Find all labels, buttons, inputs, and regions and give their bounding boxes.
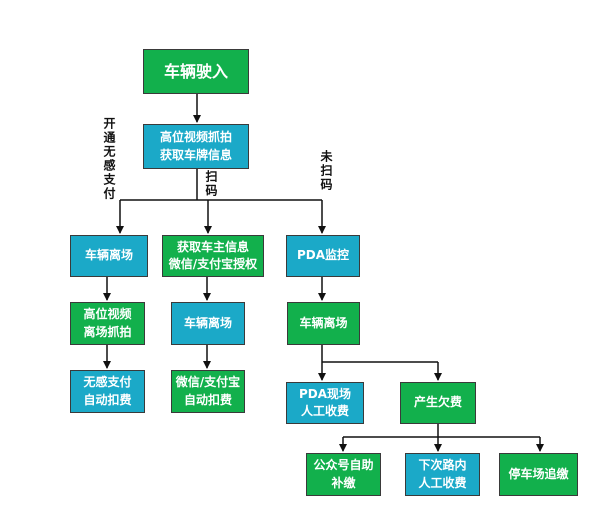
node-vehicle-entry: 车辆驶入	[143, 49, 249, 94]
node-arrears: 产生欠费	[400, 382, 476, 424]
node-frictionless-auto-deduct: 无感支付 自动扣费	[70, 370, 145, 413]
node-pda-monitor: PDA监控	[286, 235, 360, 277]
node-official-account-self-pay: 公众号自助 补缴	[306, 453, 381, 496]
node-parking-lot-recovery: 停车场追缴	[499, 453, 578, 496]
node-exit-middle: 车辆离场	[171, 302, 245, 345]
label-frictionless-enabled: 开通无感支付	[102, 117, 116, 201]
node-wechat-alipay-auto-deduct: 微信/支付宝 自动扣费	[171, 370, 245, 413]
node-next-roadside-manual: 下次路内 人工收费	[405, 453, 480, 496]
node-exit-left: 车辆离场	[70, 235, 148, 277]
node-exit-right: 车辆离场	[287, 302, 360, 345]
node-pda-manual-charge: PDA现场 人工收费	[286, 382, 364, 424]
node-owner-auth: 获取车主信息 微信/支付宝授权	[162, 235, 264, 277]
node-hd-capture-plate: 高位视频抓拍 获取车牌信息	[143, 124, 249, 169]
label-not-scanned: 未扫码	[319, 150, 333, 192]
label-scanned: 扫码	[204, 170, 218, 198]
node-hd-exit-capture: 高位视频 离场抓拍	[70, 302, 145, 345]
